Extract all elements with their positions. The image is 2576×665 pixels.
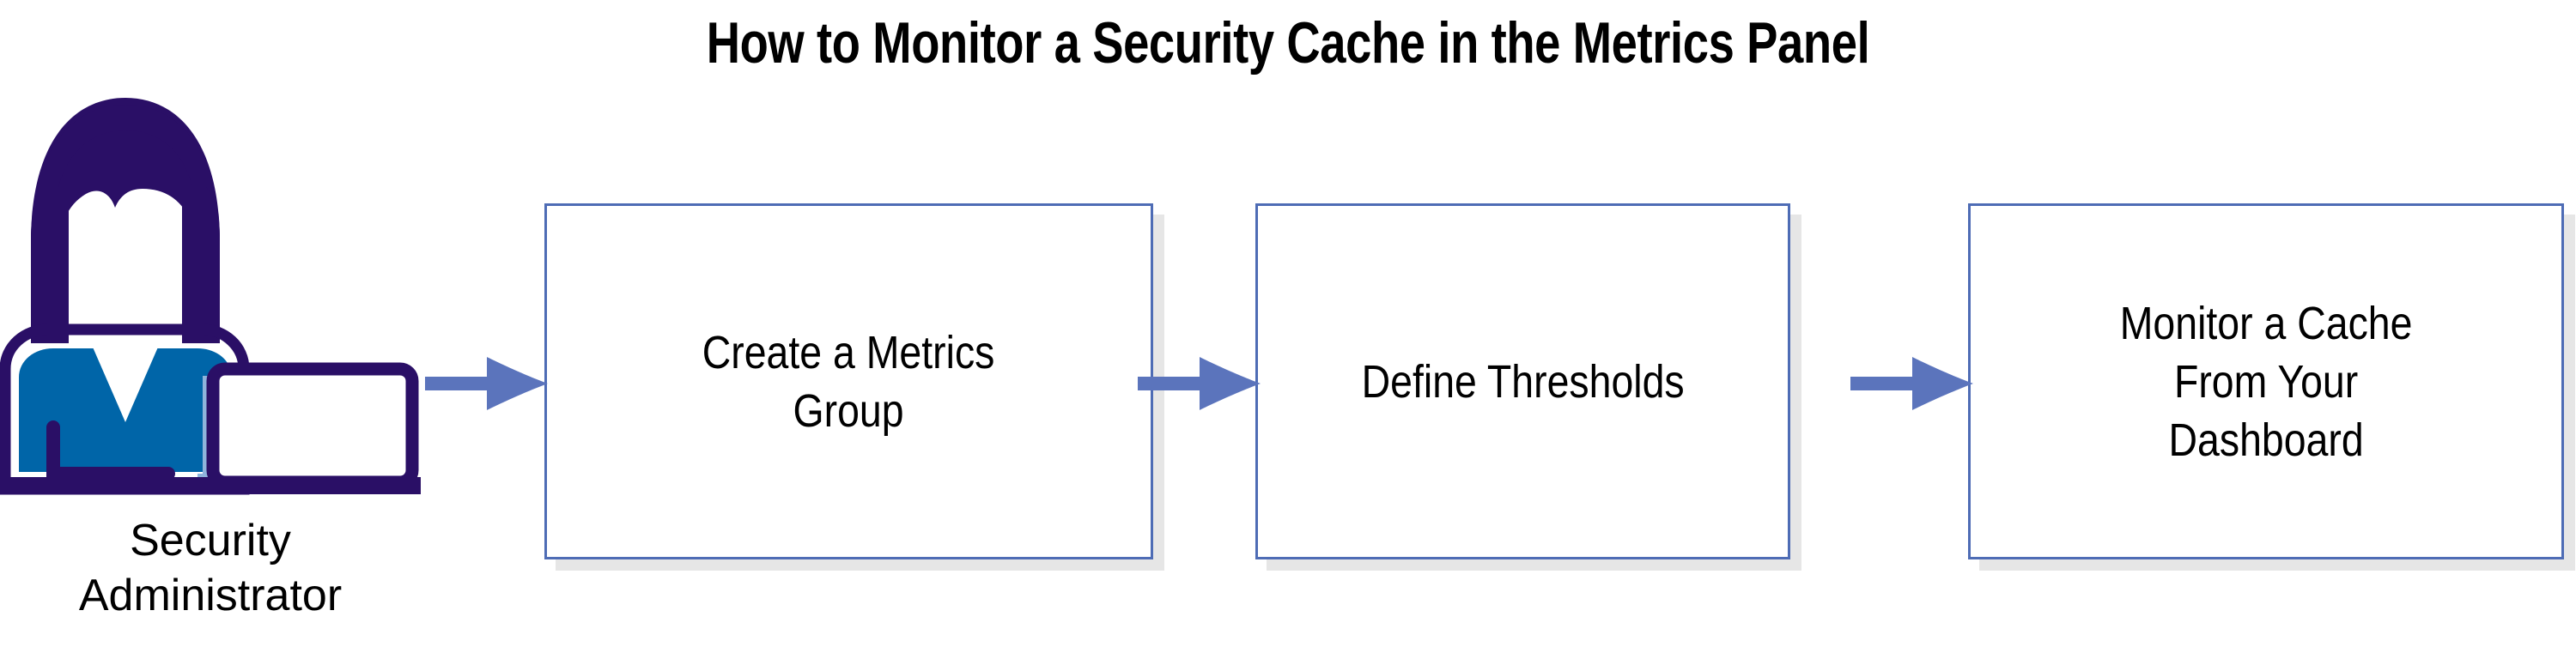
security-administrator-avatar-icon <box>0 86 447 498</box>
actor-label: Security Administrator <box>0 513 421 623</box>
step-label: Create a Metrics Group <box>702 326 995 437</box>
step-label: Define Thresholds <box>1361 355 1685 408</box>
arrow-right-icon <box>425 354 550 414</box>
step-box-create-metrics-group[interactable]: Create a Metrics Group <box>544 203 1153 559</box>
page-title: How to Monitor a Security Cache in the M… <box>706 10 1870 76</box>
step-box-monitor-cache-dashboard[interactable]: Monitor a Cache From Your Dashboard <box>1968 203 2564 559</box>
actor-label-line1: Security <box>130 516 291 565</box>
arrow-right-icon <box>1850 354 1975 414</box>
step-label: Monitor a Cache From Your Dashboard <box>2119 297 2413 466</box>
actor-label-line2: Administrator <box>78 571 343 620</box>
arrow-right-icon <box>1138 354 1262 414</box>
step-box-define-thresholds[interactable]: Define Thresholds <box>1255 203 1790 559</box>
